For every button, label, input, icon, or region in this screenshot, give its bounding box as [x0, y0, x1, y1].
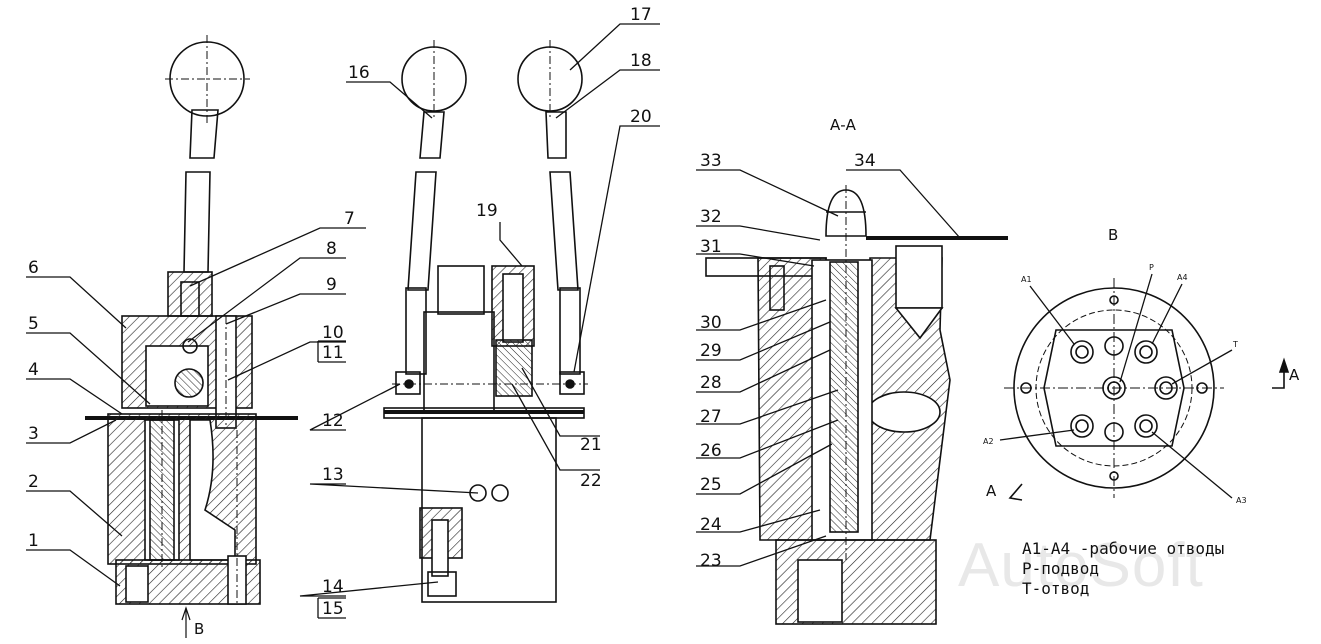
- callout-30: 30: [700, 313, 722, 333]
- callout-8: 8: [326, 239, 337, 259]
- callout-6: 6: [28, 258, 39, 278]
- callout-24: 24: [700, 515, 722, 535]
- legend-line-working-ports: А1-А4 -рабочие отводы: [1022, 539, 1225, 558]
- callout-15: 15: [322, 599, 344, 619]
- callout-22: 22: [580, 471, 602, 491]
- view-b: [1004, 278, 1290, 501]
- callout-33: 33: [700, 151, 722, 171]
- section-mark-left: А: [986, 482, 997, 500]
- callout-27: 27: [700, 407, 722, 427]
- section-a-a-view: [705, 185, 1008, 625]
- callout-14: 14: [322, 577, 344, 597]
- port-label-a3: А3: [1236, 496, 1247, 505]
- callout-13: 13: [322, 465, 344, 485]
- callout-16: 16: [348, 63, 370, 83]
- callout-5: 5: [28, 314, 39, 334]
- callout-3: 3: [28, 424, 39, 444]
- watermark: AutoSoft: [958, 531, 1204, 600]
- middle-front-view: [383, 40, 588, 603]
- left-sectional-view: В: [85, 35, 298, 638]
- callout-11: 11: [322, 343, 344, 363]
- section-mark-right: А: [1289, 366, 1300, 384]
- callout-2: 2: [28, 472, 39, 492]
- port-label-a2: А2: [983, 437, 994, 446]
- port-label-t: Т: [1232, 340, 1238, 349]
- legend-line-return: Т-отвод: [1022, 579, 1090, 598]
- callout-32: 32: [700, 207, 722, 227]
- section-a-a-title: А-А: [830, 116, 857, 134]
- callout-31: 31: [700, 237, 722, 257]
- callout-19: 19: [476, 201, 498, 221]
- callout-21: 21: [580, 435, 602, 455]
- callout-20: 20: [630, 107, 652, 127]
- port-label-p: Р: [1149, 263, 1154, 272]
- callout-7: 7: [344, 209, 355, 229]
- port-label-a1: А1: [1021, 275, 1032, 284]
- callout-25: 25: [700, 475, 722, 495]
- callout-12: 12: [322, 411, 344, 431]
- callout-17: 17: [630, 5, 652, 25]
- view-b-title: В: [1108, 226, 1118, 244]
- callout-29: 29: [700, 341, 722, 361]
- port-label-a4: А4: [1177, 273, 1188, 282]
- callout-10: 10: [322, 323, 344, 343]
- callout-26: 26: [700, 441, 722, 461]
- callout-28: 28: [700, 373, 722, 393]
- callout-23: 23: [700, 551, 722, 571]
- callout-9: 9: [326, 275, 337, 295]
- callout-18: 18: [630, 51, 652, 71]
- callout-underlines: [317, 340, 346, 619]
- leader-lines: [26, 23, 1233, 597]
- callout-1: 1: [28, 531, 39, 551]
- callout-labels: 1 2 3 4 5 6 7 8 9 10 11 12 13 14 15 16 1…: [28, 5, 876, 619]
- callout-4: 4: [28, 360, 39, 380]
- view-b-arrow-label: В: [194, 620, 204, 638]
- legend-line-supply: Р-подвод: [1022, 559, 1100, 578]
- callout-34: 34: [854, 151, 876, 171]
